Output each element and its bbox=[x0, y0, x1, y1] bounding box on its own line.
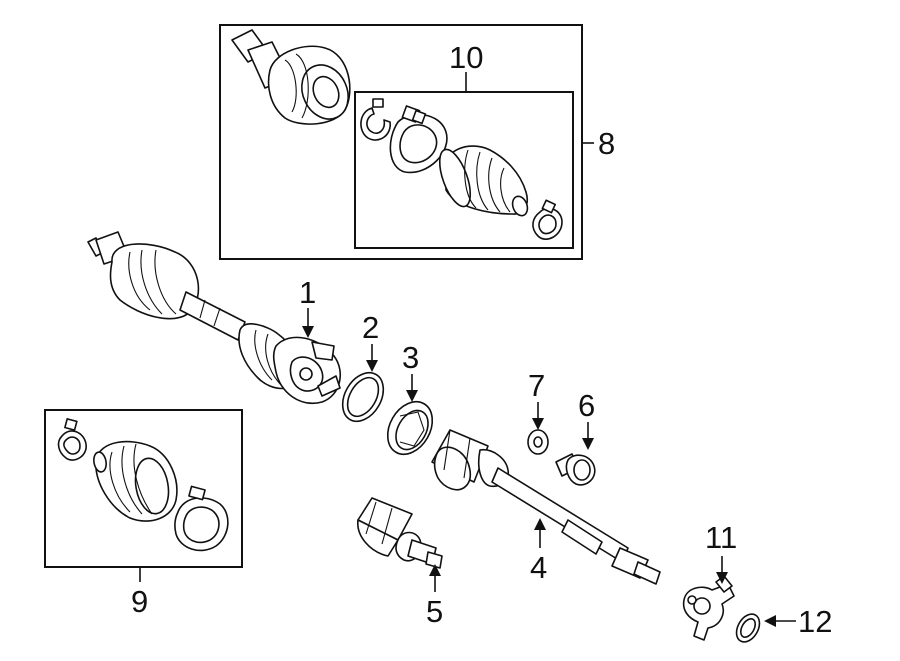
outer-cv-joint-icon bbox=[231, 29, 351, 125]
bolt-icon bbox=[555, 453, 596, 486]
axle-shaft-assembly-icon bbox=[87, 231, 342, 405]
boot-clamp-small-icon bbox=[57, 418, 87, 461]
callout-12: 12 bbox=[798, 604, 832, 639]
arrow-4 bbox=[534, 518, 546, 530]
boot-clamp-large-icon bbox=[389, 105, 448, 174]
callout-2: 2 bbox=[362, 310, 379, 345]
ring-icon bbox=[341, 371, 385, 423]
callout-11: 11 bbox=[705, 520, 737, 555]
callout-8: 8 bbox=[598, 126, 615, 161]
arrow-12 bbox=[764, 615, 776, 627]
boot-kit-inner-box bbox=[354, 91, 574, 249]
boot-clamp-large-icon bbox=[174, 485, 229, 552]
callout-5: 5 bbox=[426, 594, 443, 629]
callout-1: 1 bbox=[299, 275, 316, 310]
boot-kit-box bbox=[44, 409, 243, 568]
washer-icon bbox=[527, 429, 549, 455]
arrow-7 bbox=[532, 418, 544, 430]
arrow-3 bbox=[406, 390, 418, 402]
spider-joint-icon bbox=[682, 575, 735, 641]
callout-9: 9 bbox=[131, 584, 148, 619]
arrow-2 bbox=[366, 360, 378, 372]
inner-joint-housing-icon bbox=[357, 497, 443, 569]
boot-clamp-small-icon bbox=[532, 199, 563, 240]
cv-boot-icon bbox=[93, 440, 178, 522]
spline-ring-icon bbox=[386, 400, 434, 456]
callout-10: 10 bbox=[449, 40, 483, 75]
snap-ring-icon bbox=[735, 613, 761, 643]
callout-3: 3 bbox=[402, 340, 419, 375]
cv-boot-icon bbox=[438, 145, 529, 217]
arrow-6 bbox=[582, 438, 594, 450]
snap-ring-icon bbox=[360, 98, 391, 141]
arrow-1 bbox=[302, 326, 314, 338]
intermediate-shaft-icon bbox=[431, 429, 661, 585]
arrow-5 bbox=[429, 564, 441, 576]
arrow-11 bbox=[716, 572, 728, 584]
callout-7: 7 bbox=[528, 368, 545, 403]
callout-4: 4 bbox=[530, 550, 547, 585]
outer-joint-kit-box bbox=[219, 24, 583, 260]
callout-6: 6 bbox=[578, 388, 595, 423]
